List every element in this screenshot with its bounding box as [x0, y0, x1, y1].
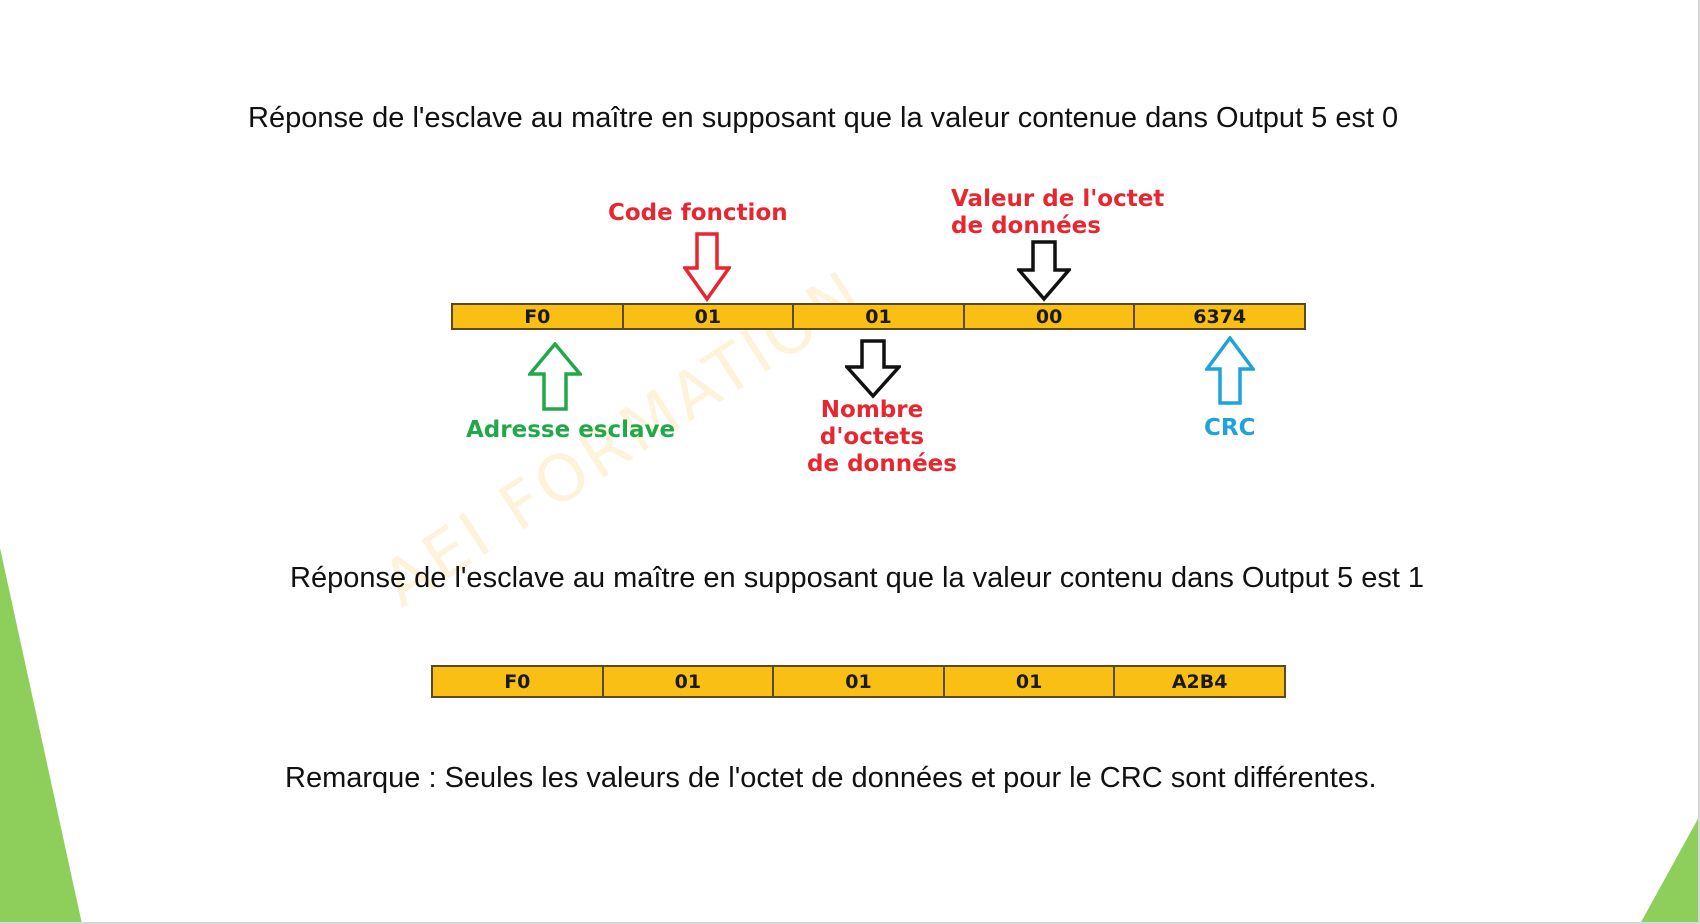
- up-arrow-icon: [528, 342, 582, 411]
- valeur-octet-label-line2: de données: [951, 213, 1101, 239]
- frame-cell-data-byte: 00: [965, 305, 1136, 328]
- frame-cell-crc: A2B4: [1171, 670, 1228, 693]
- down-arrow-icon: [683, 232, 731, 302]
- nombre-label-line1: Nombre: [820, 397, 924, 423]
- frame-cell-crc: 6374: [1193, 305, 1247, 328]
- adresse-esclave-label: Adresse esclave: [466, 417, 676, 443]
- nombre-label-line2: d'octets: [819, 424, 925, 450]
- crc-label: CRC: [1204, 415, 1256, 441]
- frame-cell-function-code: 01: [624, 305, 795, 328]
- up-arrow-icon: [1205, 336, 1255, 405]
- down-arrow-icon: [1017, 240, 1071, 302]
- frame-cell-byte-count: 01: [794, 305, 965, 328]
- frame-response-1: F0 01 01 01 A2B4: [431, 665, 1286, 698]
- valeur-octet-label-line1: Valeur de l'octet: [951, 186, 1165, 212]
- response-0-title: Réponse de l'esclave au maître en suppos…: [248, 102, 1399, 134]
- down-arrow-icon: [845, 339, 901, 399]
- left-green-triangle: [0, 548, 82, 924]
- frame-cell-byte-count: 01: [774, 667, 945, 696]
- code-fonction-label: Code fonction: [608, 200, 788, 226]
- frame-cell-slave-address: F0: [433, 667, 604, 696]
- frame-cell-slave-address: F0: [453, 305, 624, 328]
- nombre-label-line3: de données: [807, 451, 957, 477]
- frame-cell-data-byte: 01: [945, 667, 1116, 696]
- remark-text: Remarque : Seules les valeurs de l'octet…: [285, 762, 1377, 794]
- frame-response-0: F0 01 01 00 6374: [451, 303, 1306, 330]
- response-1-title: Réponse de l'esclave au maître en suppos…: [290, 562, 1425, 594]
- right-green-triangle: [1640, 815, 1700, 924]
- frame-cell-function-code: 01: [604, 667, 775, 696]
